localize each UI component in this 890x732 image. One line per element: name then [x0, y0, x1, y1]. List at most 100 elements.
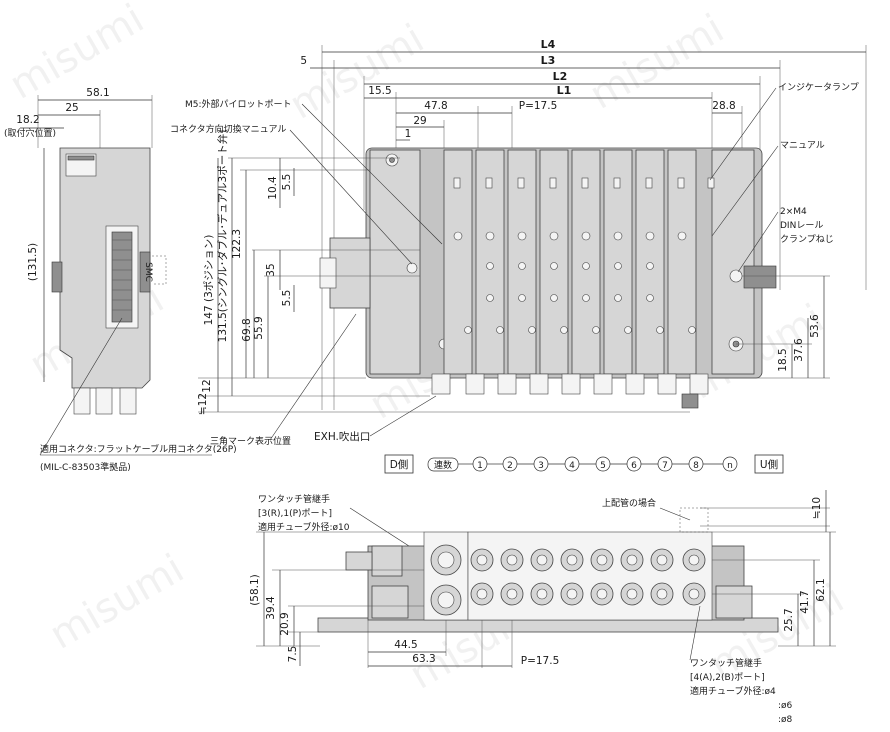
- dim-147: 147 (3ポジション): [203, 235, 215, 326]
- fitting2-label-4: :ø6: [778, 701, 793, 711]
- front-u-end: [715, 585, 753, 619]
- dim-58-1-paren: (58.1): [249, 574, 261, 606]
- fitting2-label-3: 適用チューブ外径:ø4: [690, 685, 776, 697]
- mount-hole-note: (取付穴位置): [4, 127, 56, 139]
- dim-41-7: 41.7: [799, 590, 811, 613]
- label-din-rail: DINレール: [780, 221, 823, 231]
- svg-text:misumi: misumi: [582, 6, 732, 119]
- svg-text:5: 5: [600, 461, 606, 471]
- indicator-lamps: [453, 177, 715, 189]
- fitting2-label-1: ワンタッチ管継手: [690, 657, 762, 669]
- svg-text:4: 4: [569, 461, 575, 471]
- dim-53-6: 53.6: [809, 314, 821, 338]
- dim-62-1: 62.1: [815, 578, 827, 601]
- d-side-box: [384, 454, 414, 474]
- dim-pitch-front: P=17.5: [521, 655, 560, 667]
- svg-text:misumi: misumi: [282, 16, 432, 129]
- dim-10-4: 10.4: [267, 176, 279, 200]
- fitting-label-1: ワンタッチ管継手: [258, 493, 330, 505]
- connector-note-1: 適用コネクタ:フラットケーブル用コネクタ(26P): [40, 443, 237, 455]
- label-2xM4: 2×M4: [780, 207, 807, 217]
- svg-text:misumi: misumi: [42, 546, 192, 659]
- u-side-label: U側: [760, 458, 778, 471]
- din-clamp-u: [743, 265, 777, 289]
- dim-131-5: 131.5(シングル･ダブル･デュアル3ポート弁): [216, 130, 229, 343]
- smc-plate: [139, 251, 151, 293]
- dim-20-9: 20.9: [279, 612, 291, 635]
- dim-44-5: 44.5: [394, 639, 417, 651]
- connector-pin-lines: [112, 239, 132, 311]
- manual-buttons: [453, 231, 696, 334]
- dim-15-5: 15.5: [368, 85, 391, 97]
- svg-text:n: n: [727, 461, 733, 471]
- upper-piping-outline: [679, 507, 709, 533]
- valve-4: [539, 149, 569, 375]
- label-manual: マニュアル: [780, 141, 825, 151]
- svg-text:2: 2: [507, 461, 513, 471]
- smc-logo: SMC: [143, 262, 153, 282]
- side-fitting-1: [73, 387, 91, 415]
- dim-7-5: 7.5: [287, 646, 299, 663]
- ab-ports: [467, 531, 713, 621]
- label-connector-manual: コネクタ方向切換マニュアル: [170, 123, 286, 135]
- connector-manual-button: [406, 262, 418, 274]
- label-clamp-screw: クランプねじ: [780, 234, 834, 245]
- dim-35: 35: [265, 263, 277, 276]
- dim-pitch: P=17.5: [519, 100, 558, 112]
- dim-37-6: 37.6: [793, 338, 805, 362]
- count-label: 連数: [434, 459, 452, 471]
- fitting2-label-2: [4(A),2(B)ポート]: [690, 672, 765, 683]
- dim-18-2: 18.2: [16, 114, 39, 126]
- front-connector-plug: [345, 551, 373, 571]
- front-connector: [371, 545, 403, 577]
- dim-L1: L1: [557, 84, 572, 97]
- dim-5-5a: 5.5: [281, 174, 293, 191]
- front-d-end: [371, 585, 409, 619]
- dim-28-8: 28.8: [712, 100, 735, 112]
- svg-text:7: 7: [662, 461, 668, 471]
- side-fitting-2: [95, 387, 113, 415]
- dim-58-1: 58.1: [86, 87, 109, 99]
- valve-2: [475, 149, 505, 375]
- dim-25-7: 25.7: [783, 608, 795, 631]
- din-screw: [729, 269, 743, 283]
- dim-39-4: 39.4: [265, 596, 277, 620]
- dim-122-3: 122.3: [231, 229, 243, 259]
- exh-port: [681, 393, 699, 409]
- dim-29: 29: [413, 115, 426, 127]
- dim-12a: 12: [201, 379, 213, 392]
- dim-1: 1: [405, 128, 412, 140]
- label-pilot-port: M5:外部パイロットポート: [185, 98, 292, 110]
- fitting2-label-5: :ø8: [778, 715, 793, 725]
- fitting-label-2: [3(R),1(P)ポート]: [258, 508, 332, 519]
- dim-L3: L3: [541, 54, 556, 67]
- u-side-end-block: [711, 149, 755, 375]
- station-row: D側 連数 1 2 3 4 5 6 7 8 n U側: [384, 454, 784, 474]
- dim-12b: ≒12: [197, 393, 209, 415]
- dim-69-8: 69.8: [241, 318, 253, 341]
- dim-L2: L2: [553, 70, 568, 83]
- bottom-fittings: [431, 373, 709, 409]
- upper-piping-label: 上配管の場合: [602, 497, 656, 509]
- dim-25: 25: [65, 102, 78, 114]
- svg-text:1: 1: [477, 461, 483, 471]
- dim-63-3: 63.3: [412, 653, 435, 665]
- dim-131-5-paren: (131.5): [27, 243, 39, 281]
- d-side-label: D側: [390, 458, 409, 471]
- fitting-label-3: 適用チューブ外径:ø10: [258, 521, 350, 533]
- svg-text:8: 8: [693, 461, 699, 471]
- svg-text:6: 6: [631, 461, 637, 471]
- connector-note-2: (MIL-C-83503準拠品): [40, 461, 131, 473]
- count-pill: [427, 457, 459, 472]
- svg-text:misumi: misumi: [2, 0, 152, 109]
- dim-18-5: 18.5: [777, 348, 789, 371]
- dim-55-9: 55.9: [253, 316, 265, 339]
- dim-L4: L4: [541, 38, 556, 51]
- dim-47-8: 47.8: [424, 100, 447, 112]
- connector-plug: [319, 257, 337, 289]
- u-side-box: [754, 454, 784, 474]
- front-view: ワンタッチ管継手 [3(R),1(P)ポート] 適用チューブ外径:ø10 上配管…: [249, 490, 836, 725]
- top-view: L4 L3 5 L2 L1 15.5 47.8 P=17.5 28.8 29 1: [170, 38, 867, 447]
- dim-5: 5: [300, 55, 307, 67]
